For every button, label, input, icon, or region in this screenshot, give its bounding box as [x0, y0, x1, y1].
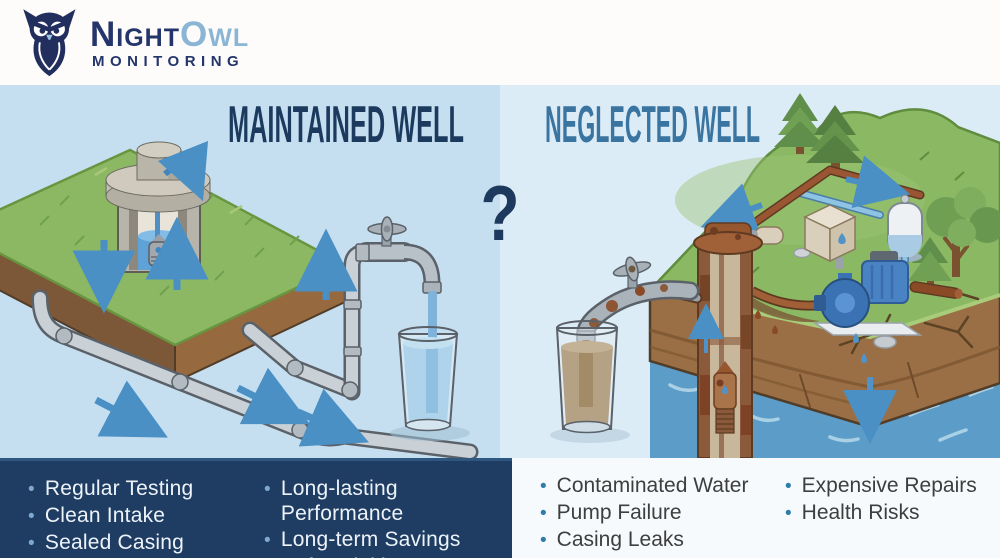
fallen-log [909, 281, 963, 299]
list-item: • Regular Testing [28, 476, 264, 502]
maintained-benefits-panel: • Regular Testing • Clean Intake • Sealed C… [0, 458, 512, 558]
flow-arrows [72, 216, 369, 447]
list-item: • Clean Intake [28, 503, 264, 529]
list-item: • Long-term Savings [264, 527, 512, 553]
list-item: • Long-lasting Performance [264, 476, 512, 526]
list-item: • Sealed Casing [28, 530, 264, 556]
brand-logo: NightOwl MONITORING [18, 8, 249, 78]
leak-drips [843, 333, 897, 444]
bullet-icon: • [28, 479, 35, 500]
list-item: •Safe Drinking Water [264, 554, 512, 558]
rust-drips [755, 310, 778, 334]
bullet-icon: • [540, 503, 547, 524]
list-item: • Contaminated Water [540, 473, 785, 499]
footer: • Regular Testing • Clean Intake • Sealed C… [0, 458, 1000, 558]
control-box [748, 204, 857, 269]
list-item: • Pump Failure [540, 500, 785, 526]
risks-column-1: • Contaminated Water • Pump Failure • Casin… [540, 473, 785, 553]
risk-label: Expensive Repairs [801, 474, 977, 497]
deciduous-trees [908, 187, 1000, 292]
maintained-well-section: MAINTAINED WELL [0, 85, 500, 458]
dirty-water-glass [550, 320, 630, 443]
list-item: • Expensive Repairs [785, 473, 985, 499]
rock-small [793, 247, 811, 259]
jet-pump [749, 251, 923, 336]
benefits-column-2: • Long-lasting Performance • Long-term Sav… [264, 476, 512, 558]
risk-label: Health Risks [801, 501, 920, 524]
bullet-icon: • [264, 530, 271, 551]
bullet-icon: • [785, 503, 792, 524]
benefit-label: Long-lasting Performance [280, 477, 404, 525]
neglected-title: NEGLECTED WELL [545, 96, 760, 154]
neglected-well-illustration: NEGLECTED WELL [545, 93, 1000, 458]
risk-label: Contaminated Water [556, 474, 749, 497]
pipe-flow-arrows [700, 155, 911, 235]
owl-icon [23, 8, 76, 76]
brand-tagline: MONITORING [92, 52, 245, 70]
contamination-stain [752, 297, 820, 323]
header: NightOwl MONITORING [0, 0, 1000, 85]
bullet-icon: • [28, 506, 35, 527]
bullet-icon: • [785, 476, 792, 497]
benefit-label: Clean Intake [44, 504, 166, 527]
maintained-title: MAINTAINED WELL [228, 96, 464, 154]
comparison-area: MAINTAINED WELL [0, 85, 1000, 458]
rusty-well-casing [688, 222, 763, 458]
neglected-risks-panel: • Contaminated Water • Pump Failure • Casin… [512, 458, 1000, 558]
benefit-label: Safe Drinking Water [281, 554, 472, 558]
maintained-well-illustration: MAINTAINED WELL [0, 96, 479, 458]
bullet-icon: • [28, 533, 35, 554]
rock [873, 335, 897, 349]
bullet-icon: • [264, 479, 271, 500]
neglected-well-section: NEGLECTED WELL [500, 85, 1000, 458]
water-drop-icon [838, 233, 846, 244]
list-item: • Health Risks [785, 500, 985, 526]
bullet-icon: • [540, 476, 547, 497]
brand-name-night: Night [90, 14, 180, 54]
benefit-label: Regular Testing [44, 477, 194, 500]
brand-text: NightOwl MONITORING [90, 17, 249, 69]
faucet [355, 216, 442, 294]
pine-trees [774, 93, 864, 171]
list-item: • Casing Leaks [540, 527, 785, 553]
question-mark: ? [480, 169, 520, 257]
risk-label: Pump Failure [556, 501, 682, 524]
benefit-label: Long-term Savings [280, 528, 461, 551]
benefits-column-1: • Regular Testing • Clean Intake • Sealed C… [28, 476, 264, 556]
brand-name-owl: Owl [180, 14, 250, 54]
clean-water-glass [390, 291, 470, 441]
brand-name: NightOwl [90, 17, 249, 52]
risks-column-2: • Expensive Repairs • Health Risks [785, 473, 985, 526]
benefit-label: Sealed Casing [44, 531, 185, 554]
bullet-icon: • [540, 530, 547, 551]
risk-label: Casing Leaks [556, 528, 684, 551]
